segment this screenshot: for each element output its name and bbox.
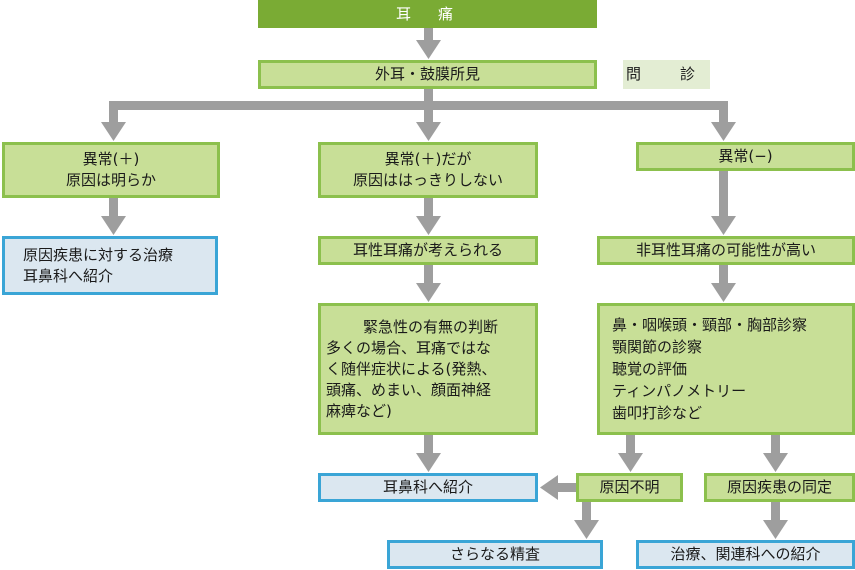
arrowhead (416, 40, 441, 59)
arrowhead (416, 453, 441, 472)
arrowhead (574, 520, 599, 539)
node-abnormal-cause-unclear: 異常(＋)だが 原因ははっきりしない (318, 142, 538, 198)
edge-exam-trunk (424, 88, 433, 110)
arrowhead (416, 122, 441, 141)
edge-to-abnormal-clear (109, 101, 118, 125)
edge-to-abnormal-unclear (424, 101, 433, 125)
edge-unclear-otogenic (424, 198, 433, 218)
node-label: 原因不明 (599, 478, 660, 496)
node-line: 原因ははっきりしない (352, 171, 503, 189)
node-line: 原因疾患に対する治療 (23, 245, 174, 264)
edge-exams-identify (771, 435, 780, 455)
node-line: 異常(＋)だが (384, 150, 472, 168)
node-line: 麻痺など) (326, 401, 392, 420)
node-line: 異常(＋) (82, 150, 140, 168)
node-urgency-assessment: 緊急性の有無の判断 多くの場合、耳痛ではな く随伴症状による(発熱、 頭痛、めま… (318, 303, 538, 435)
node-label: 異常(−) (718, 147, 773, 165)
node-label: 問 診 (625, 65, 707, 83)
node-abnormal-cause-clear: 異常(＋) 原因は明らか (2, 142, 220, 198)
node-label: さらなる精査 (449, 545, 540, 563)
edge-to-normal (719, 101, 728, 125)
node-label: 耳性耳痛が考えられる (352, 241, 503, 259)
edge-branch-bar (109, 101, 728, 110)
arrowhead (416, 283, 441, 302)
node-label: 耳鼻科へ紹介 (382, 478, 473, 496)
node-treatment-referral: 治療、関連科への紹介 (636, 540, 855, 569)
node-line: く随伴症状による(発熱、 (326, 359, 497, 378)
edge-urgency-ent (424, 435, 433, 455)
node-ent-referral: 耳鼻科へ紹介 (318, 473, 538, 502)
node-normal: 異常(−) (636, 142, 855, 171)
arrowhead (711, 122, 736, 141)
node-line: 耳鼻科へ紹介 (23, 266, 114, 285)
node-other-examinations: 鼻・咽喉頭・頸部・胸部診察 顎関節の診察 聴覚の評価 ティンパノメトリー 歯叩打… (597, 303, 855, 435)
node-line: 鼻・咽喉頭・頸部・胸部診察 (612, 316, 808, 334)
node-non-otogenic-otalgia: 非耳性耳痛の可能性が高い (597, 236, 855, 265)
node-label: 原因疾患の同定 (726, 478, 832, 496)
node-line: 顎関節の診察 (612, 338, 703, 356)
node-ear-pain: 耳 痛 (258, 0, 597, 28)
node-line: 多くの場合、耳痛ではな (326, 338, 492, 357)
arrowhead (711, 283, 736, 302)
arrowhead (416, 216, 441, 235)
node-external-ear-tympanic-findings: 外耳・鼓膜所見 (258, 60, 597, 89)
edge-otogenic-urgency (424, 265, 433, 285)
arrowhead (101, 122, 126, 141)
arrowhead (711, 216, 736, 235)
node-line: 緊急性の有無の判断 (362, 317, 498, 336)
node-line: 歯叩打診など (612, 404, 703, 422)
edge-unknown-workup (582, 502, 591, 522)
arrowhead (618, 453, 643, 472)
node-label: 耳 痛 (395, 4, 459, 23)
node-line: ティンパノメトリー (612, 382, 747, 400)
node-label: 非耳性耳痛の可能性が高い (635, 241, 816, 259)
node-line: 頭痛、めまい、顔面神経 (326, 380, 492, 399)
arrowhead (763, 520, 788, 539)
edge-nonotogenic-exams (719, 265, 728, 285)
node-label: 治療、関連科への紹介 (670, 545, 821, 563)
node-further-workup: さらなる精査 (387, 540, 603, 569)
node-unknown-cause: 原因不明 (576, 473, 683, 502)
node-identify-cause: 原因疾患の同定 (704, 473, 855, 502)
node-otogenic-otalgia: 耳性耳痛が考えられる (318, 236, 538, 265)
edge-clear-treat (109, 198, 118, 218)
edge-root-exam (424, 28, 433, 42)
node-interview: 問 診 (623, 60, 710, 89)
arrowhead (763, 453, 788, 472)
arrowhead (540, 475, 558, 500)
edge-exams-unknown (626, 435, 635, 455)
arrowhead (101, 216, 126, 235)
node-label: 外耳・鼓膜所見 (374, 65, 480, 83)
edge-identify-treat (771, 502, 780, 522)
edge-normal-nonotogenic (719, 170, 728, 218)
node-line: 聴覚の評価 (612, 360, 688, 378)
edge-unknown-ent (556, 483, 576, 492)
node-treat-underlying-cause: 原因疾患に対する治療 耳鼻科へ紹介 (2, 236, 218, 295)
node-line: 原因は明らか (65, 171, 156, 189)
